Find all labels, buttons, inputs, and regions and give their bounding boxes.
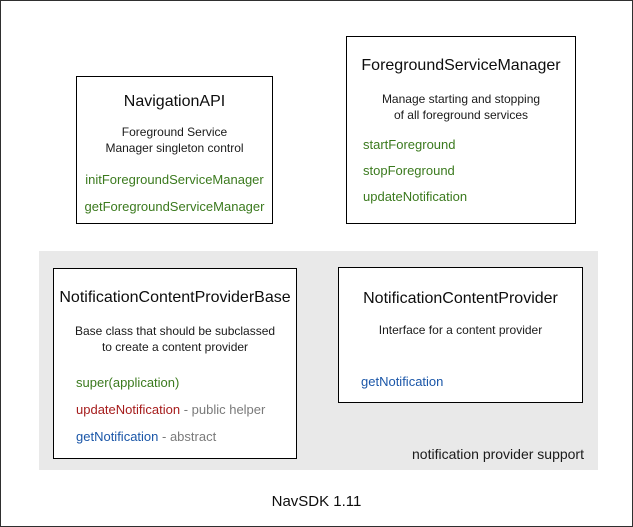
method-name: getForegroundServiceManager (84, 199, 265, 214)
description-line: Interface for a content provider (378, 323, 543, 337)
class-description: Foreground Service Manager singleton con… (77, 124, 272, 156)
description-line: Manager singleton control (105, 141, 244, 155)
description-line: Foreground Service (121, 125, 228, 139)
method-name: getNotification (76, 429, 159, 444)
class-description: Manage starting and stopping of all fore… (347, 91, 575, 123)
method-row: getNotification - abstract (76, 429, 296, 445)
method-list: getNotification (339, 374, 582, 390)
panel-label: notification provider support (412, 446, 584, 462)
method-name: stopForeground (363, 163, 455, 178)
class-description: Base class that should be subclassed to … (54, 323, 296, 355)
method-row: updateNotification - public helper (76, 402, 296, 418)
class-box-notification-content-provider-base: NotificationContentProviderBase Base cla… (53, 268, 297, 459)
method-list: initForegroundServiceManager getForegrou… (77, 172, 272, 215)
class-description: Interface for a content provider (339, 322, 582, 338)
method-name: super(application) (76, 375, 180, 390)
method-row: getForegroundServiceManager (77, 199, 272, 215)
method-name: updateNotification (363, 189, 468, 204)
class-box-notification-content-provider: NotificationContentProvider Interface fo… (338, 267, 583, 403)
method-annotation: - abstract (158, 429, 217, 444)
method-row: startForeground (363, 137, 575, 153)
method-row: getNotification (361, 374, 582, 390)
method-row: initForegroundServiceManager (77, 172, 272, 188)
method-annotation: - public helper (180, 402, 266, 417)
method-row: updateNotification (363, 189, 575, 205)
description-line: to create a content provider (101, 340, 249, 354)
method-name: getNotification (361, 374, 444, 389)
class-title: NotificationContentProvider (363, 290, 558, 307)
diagram-title: NavSDK 1.11 (271, 493, 362, 510)
method-list: super(application) updateNotification - … (54, 375, 296, 445)
class-title: NotificationContentProviderBase (59, 289, 291, 306)
method-row: super(application) (76, 375, 296, 391)
class-box-navigation-api: NavigationAPI Foreground Service Manager… (76, 76, 273, 224)
method-name: initForegroundServiceManager (85, 172, 264, 187)
description-line: of all foreground services (393, 108, 529, 122)
method-name: updateNotification (76, 402, 181, 417)
method-list: startForeground stopForeground updateNot… (347, 137, 575, 205)
method-row: stopForeground (363, 163, 575, 179)
class-title: ForegroundServiceManager (361, 57, 561, 74)
description-line: Base class that should be subclassed (74, 324, 276, 338)
method-name: startForeground (363, 137, 456, 152)
class-title: NavigationAPI (123, 93, 226, 110)
class-box-foreground-service-manager: ForegroundServiceManager Manage starting… (346, 36, 576, 224)
description-line: Manage starting and stopping (381, 92, 541, 106)
